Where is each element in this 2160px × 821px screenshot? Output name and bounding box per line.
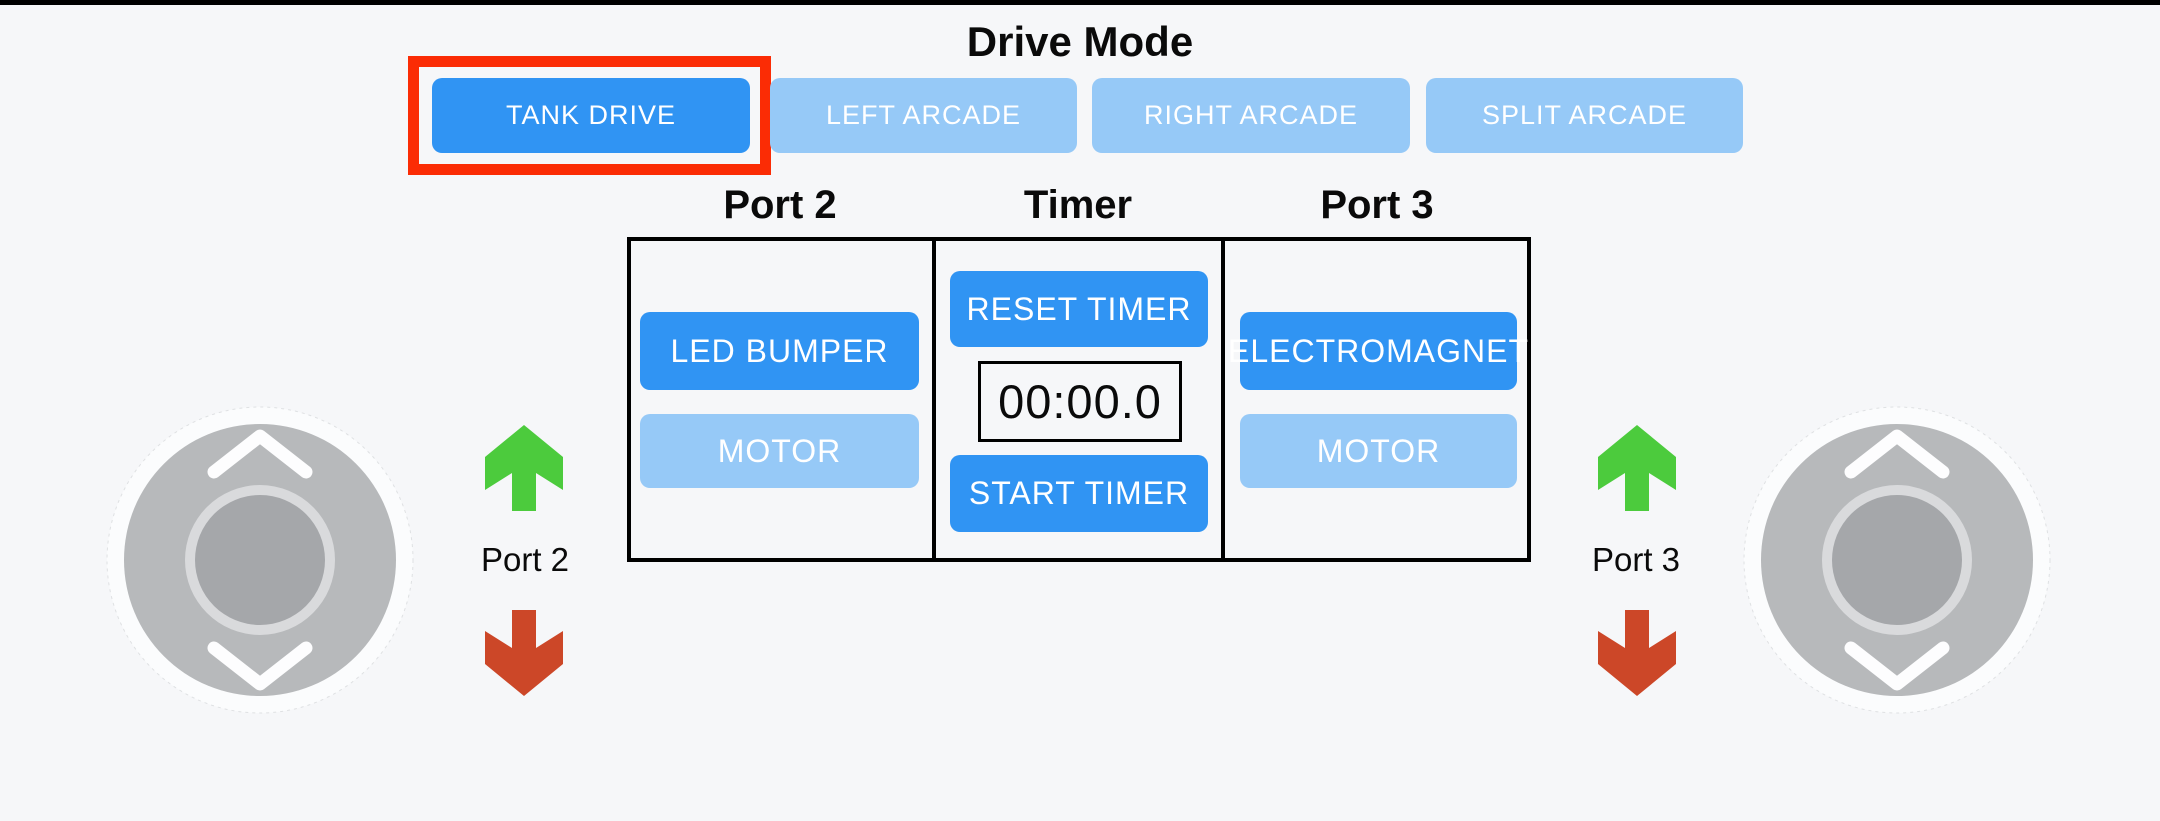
reset-timer-button[interactable]: RESET TIMER — [950, 271, 1208, 347]
split-arcade-button[interactable]: SPLIT ARCADE — [1426, 78, 1743, 153]
port3-joystick-label: Port 3 — [1591, 541, 1681, 578]
port3-up-arrow-icon — [1598, 425, 1676, 511]
top-border-bar — [0, 0, 2160, 5]
left-joystick[interactable] — [105, 405, 415, 715]
port3-motor-button[interactable]: MOTOR — [1240, 414, 1517, 488]
left-arcade-button[interactable]: LEFT ARCADE — [770, 78, 1077, 153]
drive-mode-title: Drive Mode — [966, 18, 1194, 65]
right-joystick[interactable] — [1742, 405, 2052, 715]
chevron-up-icon — [1844, 429, 1950, 479]
port2-header: Port 2 — [723, 183, 837, 227]
tank-drive-button[interactable]: TANK DRIVE — [432, 78, 750, 153]
joystick-icon — [106, 406, 414, 714]
port2-motor-button[interactable]: MOTOR — [640, 414, 919, 488]
port2-up-arrow-icon — [485, 425, 563, 511]
port3-header: Port 3 — [1320, 183, 1434, 227]
electromagnet-button[interactable]: ELECTROMAGNET — [1228, 312, 1528, 390]
timer-display: 00:00.0 — [978, 361, 1182, 442]
joystick-knob — [195, 495, 325, 625]
chevron-down-icon — [1844, 641, 1950, 691]
port3-down-arrow-icon — [1598, 610, 1676, 696]
panel-divider — [1221, 241, 1225, 558]
timer-header: Timer — [1023, 183, 1133, 227]
joystick-knob — [1832, 495, 1962, 625]
right-arcade-button[interactable]: RIGHT ARCADE — [1092, 78, 1410, 153]
start-timer-button[interactable]: START TIMER — [950, 455, 1208, 532]
chevron-down-icon — [207, 641, 313, 691]
port2-down-arrow-icon — [485, 610, 563, 696]
chevron-up-icon — [207, 429, 313, 479]
led-bumper-button[interactable]: LED BUMPER — [640, 312, 919, 390]
joystick-icon — [1743, 406, 2051, 714]
port2-joystick-label: Port 2 — [480, 541, 570, 578]
panel-divider — [932, 241, 936, 558]
control-panel-table — [627, 237, 1531, 562]
